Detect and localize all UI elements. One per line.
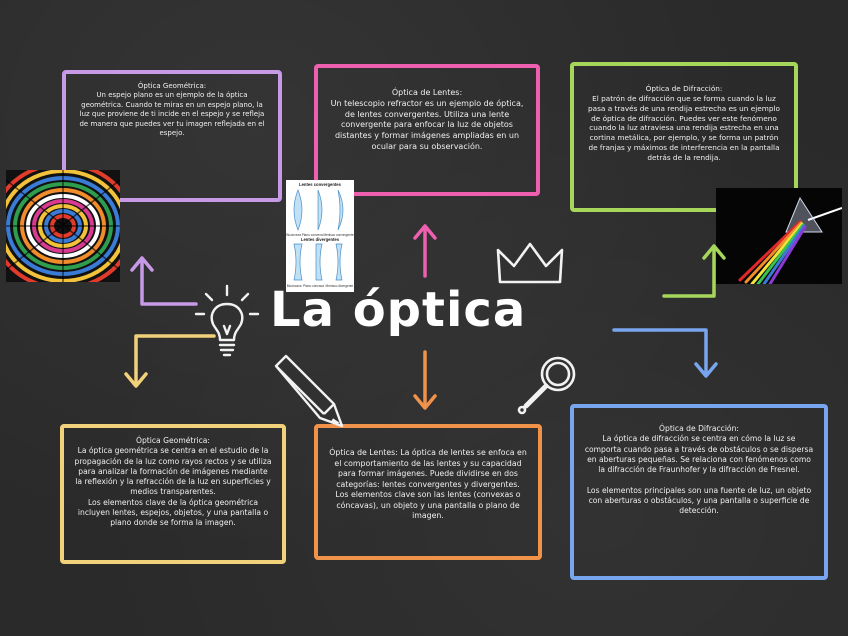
- lens-caption-top-0: Biconvexa: [286, 233, 302, 237]
- arrow-to-top-center: [413, 224, 437, 278]
- lens-types-image: Lentes convergentes Biconvexa Plano conv…: [286, 180, 354, 292]
- arrow-to-top-right: [662, 244, 726, 298]
- card-bottom-center-text: Óptica de Lentes: La óptica de lentes se…: [329, 448, 527, 521]
- card-bottom-center-lentes: Óptica de Lentes: La óptica de lentes se…: [314, 424, 542, 560]
- card-top-left-text: Óptica Geométrica: Un espejo plano es un…: [79, 82, 265, 138]
- lens-caption-top-1: Plano convexa: [301, 233, 323, 237]
- lens-caption-bottom-0: Bicóncava: [286, 284, 302, 288]
- card-top-left-geometrica: Óptica Geométrica: Un espejo plano es un…: [62, 70, 282, 202]
- card-bottom-left-text: Óptica Geométrica: La óptica geométrica …: [74, 436, 272, 527]
- lightbulb-icon: [194, 284, 260, 357]
- card-top-center-text: Óptica de Lentes: Un telescopio refracto…: [330, 88, 524, 151]
- lens-image-heading: Lentes convergentes: [299, 182, 341, 187]
- arrow-to-bottom-right: [612, 328, 718, 378]
- card-bottom-right-difraccion: Óptica de Difracción: La óptica de difra…: [570, 404, 828, 580]
- lens-caption-top-2: Menisco convergente: [323, 233, 354, 237]
- prism-dispersion-image: [716, 188, 842, 284]
- lens-caption-bottom-2: Menisco divergente: [325, 284, 354, 288]
- arrow-to-bottom-center: [413, 350, 437, 410]
- spiral-illusion-image: [6, 170, 120, 282]
- magnifying-glass-icon: [517, 356, 576, 415]
- arrow-to-top-left: [130, 256, 198, 306]
- pencil-icon: [274, 354, 344, 428]
- arrow-to-bottom-left: [124, 334, 216, 388]
- crown-icon: [496, 242, 564, 284]
- card-top-center-lentes: Óptica de Lentes: Un telescopio refracto…: [314, 64, 540, 196]
- lens-image-heading-2: Lentes divergentes: [300, 237, 340, 242]
- card-top-right-text: Óptica de Difracción: El patrón de difra…: [588, 84, 780, 162]
- lens-caption-bottom-1: Plano cóncava: [303, 284, 324, 288]
- card-bottom-left-geometrica: Óptica Geométrica: La óptica geométrica …: [60, 424, 286, 564]
- card-top-right-difraccion: Óptica de Difracción: El patrón de difra…: [570, 62, 798, 212]
- card-bottom-right-text: Óptica de Difracción: La óptica de difra…: [584, 424, 814, 515]
